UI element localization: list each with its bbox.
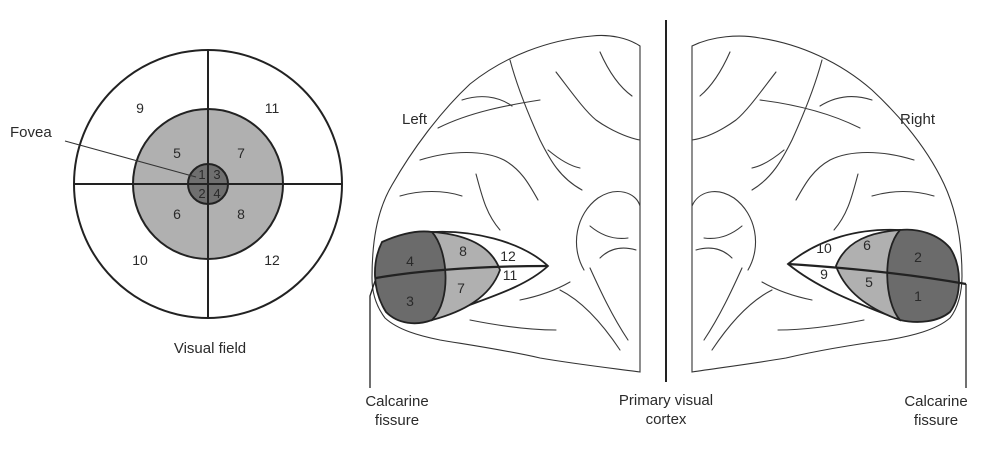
right-sulcus [751,59,823,191]
left-cortex-number-8: 8 [459,243,467,259]
right-hemisphere-outline [691,35,963,373]
right-cortex-number-9: 9 [820,266,828,282]
primary-visual-cortex-label-line1: Primary visual [619,392,713,409]
right-calcarine-label-line2: fissure [914,412,958,429]
left-brainstem-line [589,267,629,341]
left-cortex-mid-region [431,231,501,322]
field-number-7: 7 [237,145,245,161]
field-number-12: 12 [264,252,280,268]
field-number-4: 4 [213,186,220,201]
visual-field-diagram: Fovea 1 2 3 4 5 6 7 8 9 10 11 12 Visual … [10,49,343,357]
field-number-1: 1 [198,167,205,182]
left-sulcus [599,51,633,97]
left-calcarine-label-line1: Calcarine [365,393,428,410]
right-cortex-number-5: 5 [865,274,873,290]
right-sulcus [761,281,813,301]
right-sulcus [833,173,859,231]
field-number-10: 10 [132,252,148,268]
right-calcarine-line [787,262,967,286]
fovea-pointer-line [64,140,197,178]
right-cerebellum-curve [691,191,757,271]
left-cortex-number-7: 7 [457,280,465,296]
left-sulcus [437,99,541,129]
left-hemisphere-label: Left [402,111,428,128]
field-number-8: 8 [237,206,245,222]
left-sulcus [599,247,637,259]
left-sulcus [589,225,629,240]
left-cortex-dark-region [374,230,447,325]
right-cortex-number-1: 1 [914,288,922,304]
left-sulcus [509,59,583,191]
right-brainstem-line [711,289,773,351]
visual-field-caption: Visual field [174,340,246,357]
left-hemisphere: 4 3 8 7 12 11 Left Calcarine fissure [365,34,641,429]
left-cortex-number-11: 11 [503,267,518,283]
right-sulcus [703,225,743,240]
right-sulcus [751,149,785,169]
fovea-label: Fovea [10,124,52,141]
field-number-6: 6 [173,206,181,222]
right-cortex-mid-region [835,229,901,322]
left-sulcus [519,281,571,301]
left-calcarine-pointer [369,277,377,388]
right-calcarine-label-line1: Calcarine [904,393,967,410]
left-cerebellum-curve [575,191,641,271]
left-sulcus [475,173,501,231]
field-number-9: 9 [136,100,144,116]
right-cortex-number-6: 6 [863,237,871,253]
left-cortex-number-12: 12 [500,248,516,264]
field-number-2: 2 [198,186,205,201]
field-number-3: 3 [213,167,220,182]
right-hemisphere: 2 1 6 5 10 9 Right Calcarine fissure [691,35,968,429]
primary-visual-cortex-label-line2: cortex [646,411,687,428]
left-calcarine-line [375,264,549,280]
left-cortex-number-4: 4 [406,253,414,269]
right-sulcus [699,51,731,97]
right-brainstem-line [703,267,743,341]
right-sulcus [819,96,873,107]
left-sulcus [419,151,539,201]
right-cortex-dark-region [886,228,960,323]
left-calcarine-label-line2: fissure [375,412,419,429]
left-sulcus [461,96,513,107]
left-sulcus [469,319,557,331]
left-sulcus [547,149,581,169]
left-hemisphere-outline [371,34,641,373]
left-cortex-number-3: 3 [406,293,414,309]
right-sulcus [777,319,865,331]
field-number-5: 5 [173,145,181,161]
right-sulcus [691,71,777,141]
right-sulcus [759,99,861,129]
left-brainstem-line [559,289,621,351]
left-sulcus [555,71,641,141]
right-cortex-number-2: 2 [914,249,922,265]
right-sulcus [695,247,733,259]
field-number-11: 11 [265,100,280,116]
right-cortex-number-10: 10 [816,240,832,256]
right-hemisphere-label: Right [900,111,936,128]
right-sulcus [795,151,915,201]
right-sulcus [871,190,935,197]
left-sulcus [399,190,463,197]
